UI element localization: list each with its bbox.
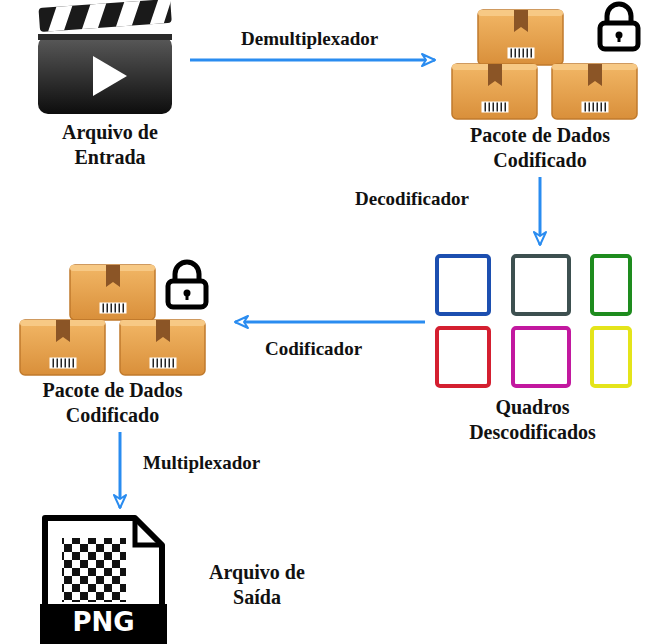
node-label: Quadros Descodificados <box>445 395 620 445</box>
flow-arrow <box>190 59 435 62</box>
video-icon <box>38 0 172 114</box>
node-label-group: Arquivo de Entrada <box>40 120 180 170</box>
diagram-node: Pacote de Dados Codificado <box>10 258 235 432</box>
node-label-group: Arquivo de Saída <box>193 560 321 610</box>
edge-label: Codificador <box>262 338 365 361</box>
diagram-node: Arquivo de Entrada <box>30 5 190 174</box>
diagram-node: Pacote de Dados Codificado <box>435 5 645 177</box>
node-label: Arquivo de Saída <box>193 560 321 610</box>
packet-icon <box>20 262 206 375</box>
node-label: Arquivo de Entrada <box>40 120 180 170</box>
node-label-group: Pacote de Dados Codificado <box>10 378 215 428</box>
diagram-node: Quadros Descodificados <box>425 245 640 450</box>
flow-arrow <box>539 177 542 245</box>
frames-icon <box>437 256 630 386</box>
node-label: Pacote de Dados Codificado <box>10 378 215 428</box>
edge-label: Decodificador <box>352 188 472 211</box>
packet-icon <box>452 4 638 119</box>
node-label-group: Quadros Descodificados <box>445 395 620 445</box>
flow-arrow <box>235 321 425 324</box>
edge-label: Demultiplexador <box>238 28 381 51</box>
png-file-icon <box>40 518 167 644</box>
file-type-label: PNG <box>40 609 167 635</box>
edge-label: Multiplexador <box>140 452 263 475</box>
node-label-group: Pacote de Dados Codificado <box>440 123 640 173</box>
node-label: Pacote de Dados Codificado <box>440 123 640 173</box>
flow-arrow <box>119 432 122 508</box>
